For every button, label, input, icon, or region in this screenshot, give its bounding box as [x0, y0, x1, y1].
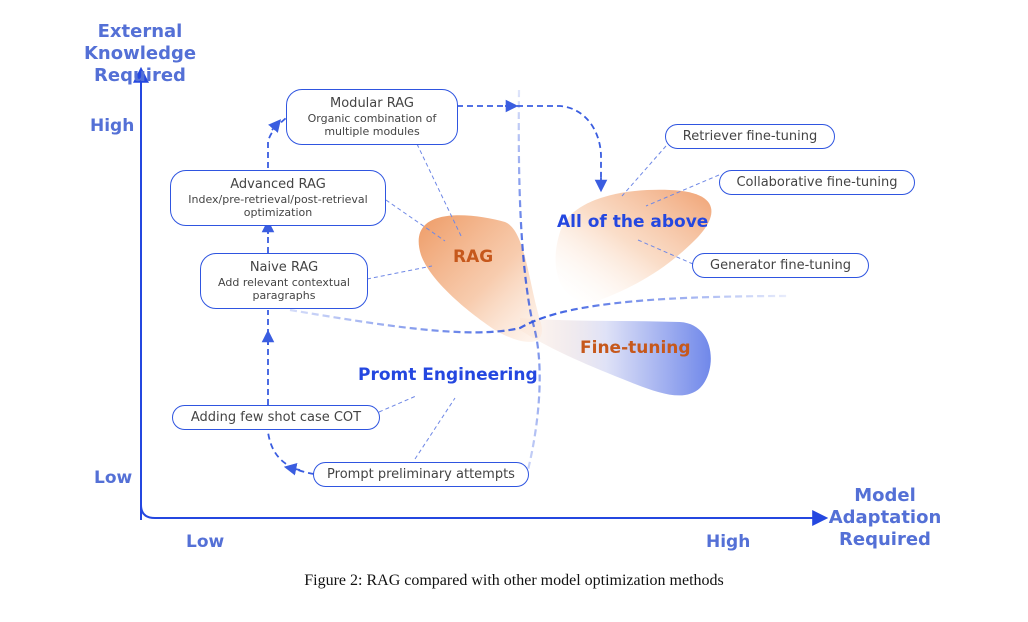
modular-rag-box: Modular RAG Organic combination of multi… — [286, 89, 458, 145]
naive-rag-desc-1: Add relevant contextual — [218, 276, 350, 289]
flow-preliminary-to-cot-head — [283, 463, 301, 476]
x-axis-title: Model Adaptation Required — [795, 485, 975, 551]
fine-tuning-blob — [520, 318, 711, 396]
preliminary-attempts-box: Prompt preliminary attempts — [313, 462, 529, 487]
connector-naive-rag — [366, 265, 433, 280]
advanced-rag-box: Advanced RAG Index/pre-retrieval/post-re… — [170, 170, 386, 226]
x-tick-low: Low — [186, 532, 225, 552]
fine-tuning-label: Fine-tuning — [580, 338, 691, 358]
collaborative-fine-tuning-box: Collaborative fine-tuning — [719, 170, 915, 195]
x-axis-title-line1: Model Adaptation — [828, 485, 942, 528]
connector-cot — [378, 395, 417, 413]
y-axis-title-line2: Required — [94, 65, 186, 86]
all-of-the-above-blob — [555, 189, 712, 302]
y-tick-high: High — [90, 116, 135, 136]
generator-fine-tuning-box: Generator fine-tuning — [692, 253, 869, 278]
prompt-engineering-label: Promt Engineering — [358, 365, 538, 385]
vertical-divider — [517, 89, 541, 471]
connector-preliminary — [414, 397, 456, 460]
connector-modular-rag — [416, 143, 463, 239]
connector-generator — [637, 239, 694, 265]
advanced-rag-desc-1: Index/pre-retrieval/post-retrieval — [188, 193, 368, 206]
y-axis-title: External Knowledge Required — [40, 21, 240, 87]
rag-blob — [418, 215, 542, 342]
horizontal-divider — [289, 294, 791, 334]
modular-rag-desc-2: multiple modules — [324, 125, 420, 138]
modular-rag-desc-1: Organic combination of — [307, 112, 437, 125]
connector-lines — [366, 143, 720, 460]
y-axis-title-line1: External Knowledge — [83, 21, 197, 64]
flow-advanced-to-modular-head — [268, 119, 282, 133]
rag-region-label: RAG — [453, 247, 494, 267]
connector-collaborative — [645, 174, 720, 207]
naive-rag-box: Naive RAG Add relevant contextual paragr… — [200, 253, 368, 309]
flow-preliminary-to-cot — [267, 431, 315, 475]
figure-caption: Figure 2: RAG compared with other model … — [304, 572, 724, 589]
all-of-the-above-label: All of the above — [557, 212, 709, 232]
x-axis-title-line2: Required — [839, 529, 931, 550]
y-tick-low: Low — [94, 468, 133, 488]
naive-rag-desc-2: paragraphs — [252, 289, 316, 302]
naive-rag-title: Naive RAG — [249, 260, 319, 275]
retriever-fine-tuning-box: Retriever fine-tuning — [665, 124, 835, 149]
cot-box: Adding few shot case COT — [172, 405, 380, 430]
advanced-rag-title: Advanced RAG — [230, 177, 326, 192]
x-tick-high: High — [706, 532, 751, 552]
modular-rag-title: Modular RAG — [330, 96, 414, 111]
connector-retriever — [621, 145, 667, 197]
x-axis — [140, 504, 829, 526]
flow-modular-to-all — [457, 105, 602, 185]
advanced-rag-desc-2: optimization — [243, 206, 313, 219]
flow-advanced-to-modular — [267, 117, 287, 168]
connector-advanced-rag — [385, 199, 446, 242]
